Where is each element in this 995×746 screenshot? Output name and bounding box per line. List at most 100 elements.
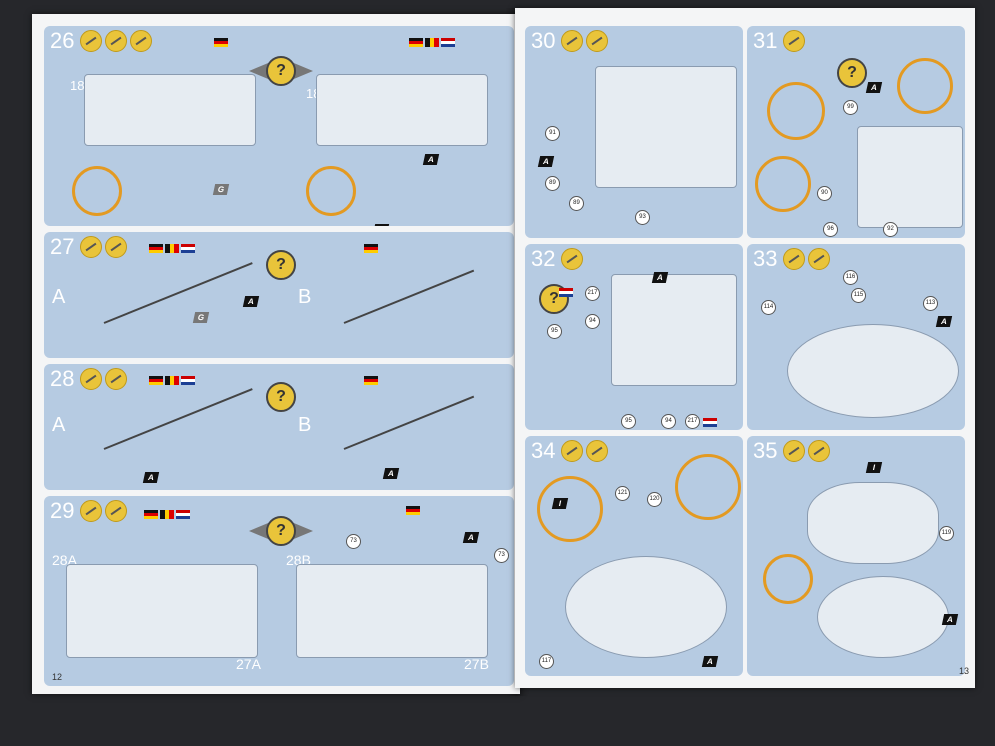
- left-page: 26 ? 18 18 A G K 27: [32, 14, 520, 694]
- brush-icon: [586, 30, 608, 52]
- tool-icons: [561, 248, 583, 270]
- tank-drawing: [296, 564, 488, 658]
- turret-ring-drawing: [817, 576, 949, 658]
- question-icon: ?: [837, 58, 867, 88]
- part-tag: K: [372, 224, 390, 226]
- turret-ring-drawing: [787, 324, 959, 418]
- part-tag: A: [537, 156, 555, 167]
- part-tag: A: [651, 272, 669, 283]
- glue-icon: [783, 30, 805, 52]
- part-tag: A: [701, 656, 719, 667]
- question-icon: ?: [266, 382, 296, 412]
- flag-nl-icon: [703, 418, 717, 427]
- step-33-panel: 33 114 116 115 113 A: [747, 244, 965, 430]
- antenna-drawing: [103, 262, 253, 324]
- turret-drawing: [807, 482, 939, 564]
- step-31-panel: 31 ? 99 90 96 92 A: [747, 26, 965, 238]
- step-34-panel: 34 121 120 117 I A: [525, 436, 743, 676]
- part-number: 73: [346, 534, 361, 549]
- variant-a-label: A: [52, 414, 66, 436]
- part-number: 96: [823, 222, 838, 237]
- part-tag: G: [192, 312, 210, 323]
- part-number: 114: [761, 300, 776, 315]
- flag-de-icon: [149, 244, 163, 253]
- flags: [364, 376, 378, 385]
- part-number: 93: [635, 210, 650, 225]
- step-number: 28: [50, 366, 75, 391]
- right-page: 30 91 89 89 93 A 31 ? 99 90 96 92 A 32 ?: [515, 8, 975, 688]
- tool-icons: [561, 30, 608, 52]
- part-number: 89: [545, 176, 560, 191]
- sub-assembly-ref: 27A: [236, 656, 261, 672]
- brush-icon: [586, 440, 608, 462]
- detail-circle: [767, 82, 825, 140]
- step-28-panel: 28 ? A B A A: [44, 364, 514, 490]
- part-tag: I: [865, 462, 883, 473]
- hull-drawing: [595, 66, 737, 188]
- hull-drawing: [857, 126, 963, 228]
- part-tag: A: [382, 468, 400, 479]
- step-number: 32: [531, 246, 556, 271]
- antenna-drawing: [343, 395, 475, 450]
- flags: [364, 244, 378, 253]
- page-number: 12: [52, 672, 63, 682]
- step-26-panel: 26 ? 18 18 A G K: [44, 26, 514, 226]
- glue-icon: [80, 368, 102, 390]
- flag-nl-icon: [559, 288, 573, 297]
- flag-nl-icon: [176, 510, 190, 519]
- turret-ring-drawing: [565, 556, 727, 658]
- tool-icons: [80, 30, 152, 52]
- step-number: 29: [50, 498, 75, 523]
- brush-icon: [808, 440, 830, 462]
- question-icon: ?: [266, 56, 296, 86]
- part-number: 116: [843, 270, 858, 285]
- part-tag: A: [935, 316, 953, 327]
- page-number: 13: [959, 666, 970, 676]
- brush-icon: [105, 236, 127, 258]
- tool-icons: [783, 440, 830, 462]
- part-number: 121: [615, 486, 630, 501]
- hull-drawing: [611, 274, 737, 386]
- part-number: 94: [661, 414, 676, 429]
- flag-nl-icon: [441, 38, 455, 47]
- part-number: 94: [585, 314, 600, 329]
- part-number: 113: [923, 296, 938, 311]
- flags: [559, 288, 573, 297]
- part-tag: A: [941, 614, 959, 625]
- glue-icon: [80, 500, 102, 522]
- step-number: 35: [753, 438, 778, 463]
- paint-icon: [130, 30, 152, 52]
- brush-icon: [105, 500, 127, 522]
- step-number: 27: [50, 234, 75, 259]
- detail-circle: [72, 166, 122, 216]
- step-27-panel: 27 ? A B A G: [44, 232, 514, 358]
- flag-de-icon: [364, 376, 378, 385]
- antenna-drawing: [343, 269, 475, 324]
- part-ref: 18: [70, 78, 85, 93]
- hull-drawing: [316, 74, 488, 146]
- flags: [214, 38, 228, 47]
- part-number: 90: [817, 186, 832, 201]
- flag-de-icon: [149, 376, 163, 385]
- brush-icon: [105, 30, 127, 52]
- part-number: 119: [939, 526, 954, 541]
- glue-icon: [561, 248, 583, 270]
- detail-circle: [755, 156, 811, 212]
- flag-de-icon: [364, 244, 378, 253]
- step-number: 30: [531, 28, 556, 53]
- part-number: 95: [547, 324, 562, 339]
- sub-assembly-ref: 27B: [464, 656, 489, 672]
- tool-icons: [561, 440, 608, 462]
- detail-circle: [897, 58, 953, 114]
- flag-be-icon: [160, 510, 175, 519]
- glue-icon: [80, 236, 102, 258]
- glue-icon: [783, 248, 805, 270]
- tool-icons: [80, 500, 127, 522]
- flags: [144, 510, 190, 519]
- flag-nl-icon: [181, 376, 195, 385]
- part-tag: A: [865, 82, 883, 93]
- tool-icons: [80, 368, 127, 390]
- question-icon: ?: [266, 516, 296, 546]
- flag-be-icon: [165, 244, 180, 253]
- part-number: 89: [569, 196, 584, 211]
